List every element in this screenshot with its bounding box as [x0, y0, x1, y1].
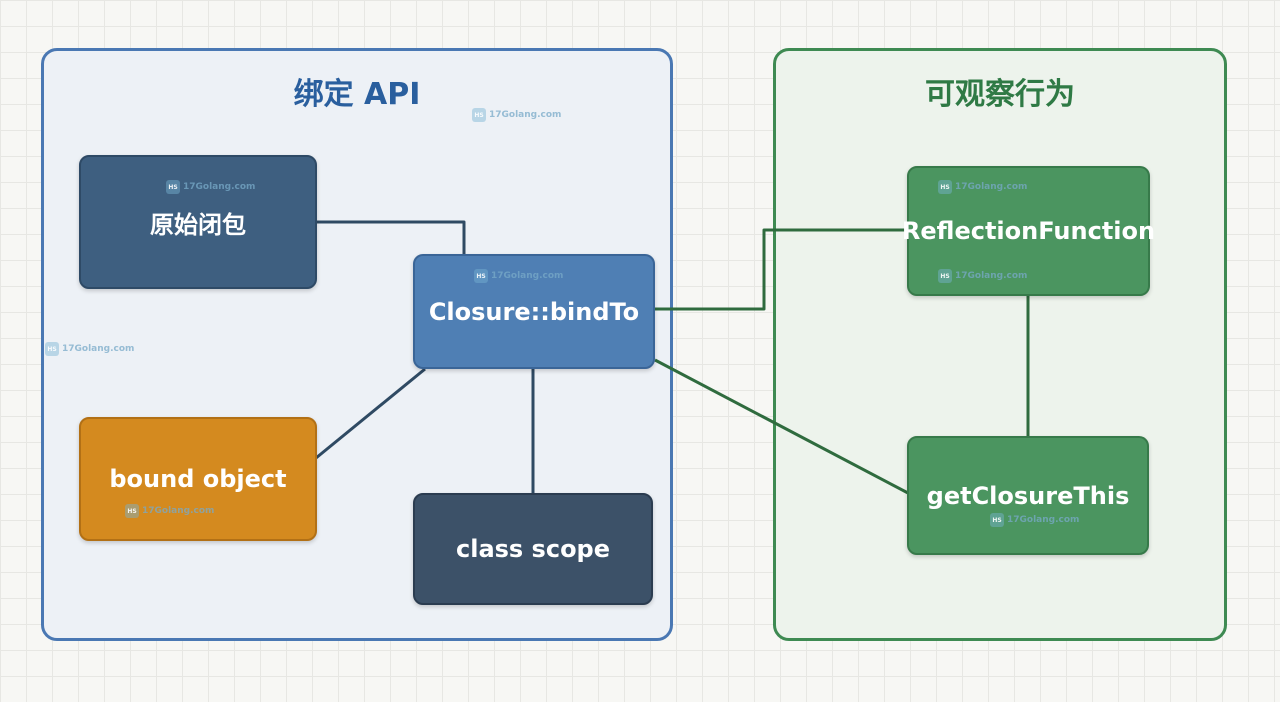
class-scope-label: class scope	[455, 535, 611, 563]
edge-bindto-to-reflection	[655, 228, 908, 311]
bindto-label: Closure::bindTo	[428, 297, 640, 326]
edge-bindto-to-bound-object	[315, 367, 426, 460]
binding-api-title: 绑定 API	[293, 77, 421, 112]
original-closure-label: 原始闭包	[150, 210, 246, 239]
get-closure-this-label: getClosureThis	[926, 481, 1130, 510]
class-scope-node: class scope	[413, 493, 653, 605]
bound-object-node: bound object	[79, 417, 317, 541]
bindto-node: Closure::bindTo	[413, 254, 655, 369]
reflection-function-node: ReflectionFunction	[902, 166, 1155, 296]
reflection-function-label: ReflectionFunction	[901, 217, 1156, 245]
edge-closure-to-bindto	[316, 220, 466, 254]
observable-behavior-title: 可观察行为	[925, 77, 1075, 112]
original-closure-node: 原始闭包	[79, 155, 317, 289]
get-closure-this-node: getClosureThis	[907, 436, 1149, 555]
bound-object-label: bound object	[109, 465, 287, 493]
edge-bindto-to-getclosurethis	[654, 358, 909, 495]
